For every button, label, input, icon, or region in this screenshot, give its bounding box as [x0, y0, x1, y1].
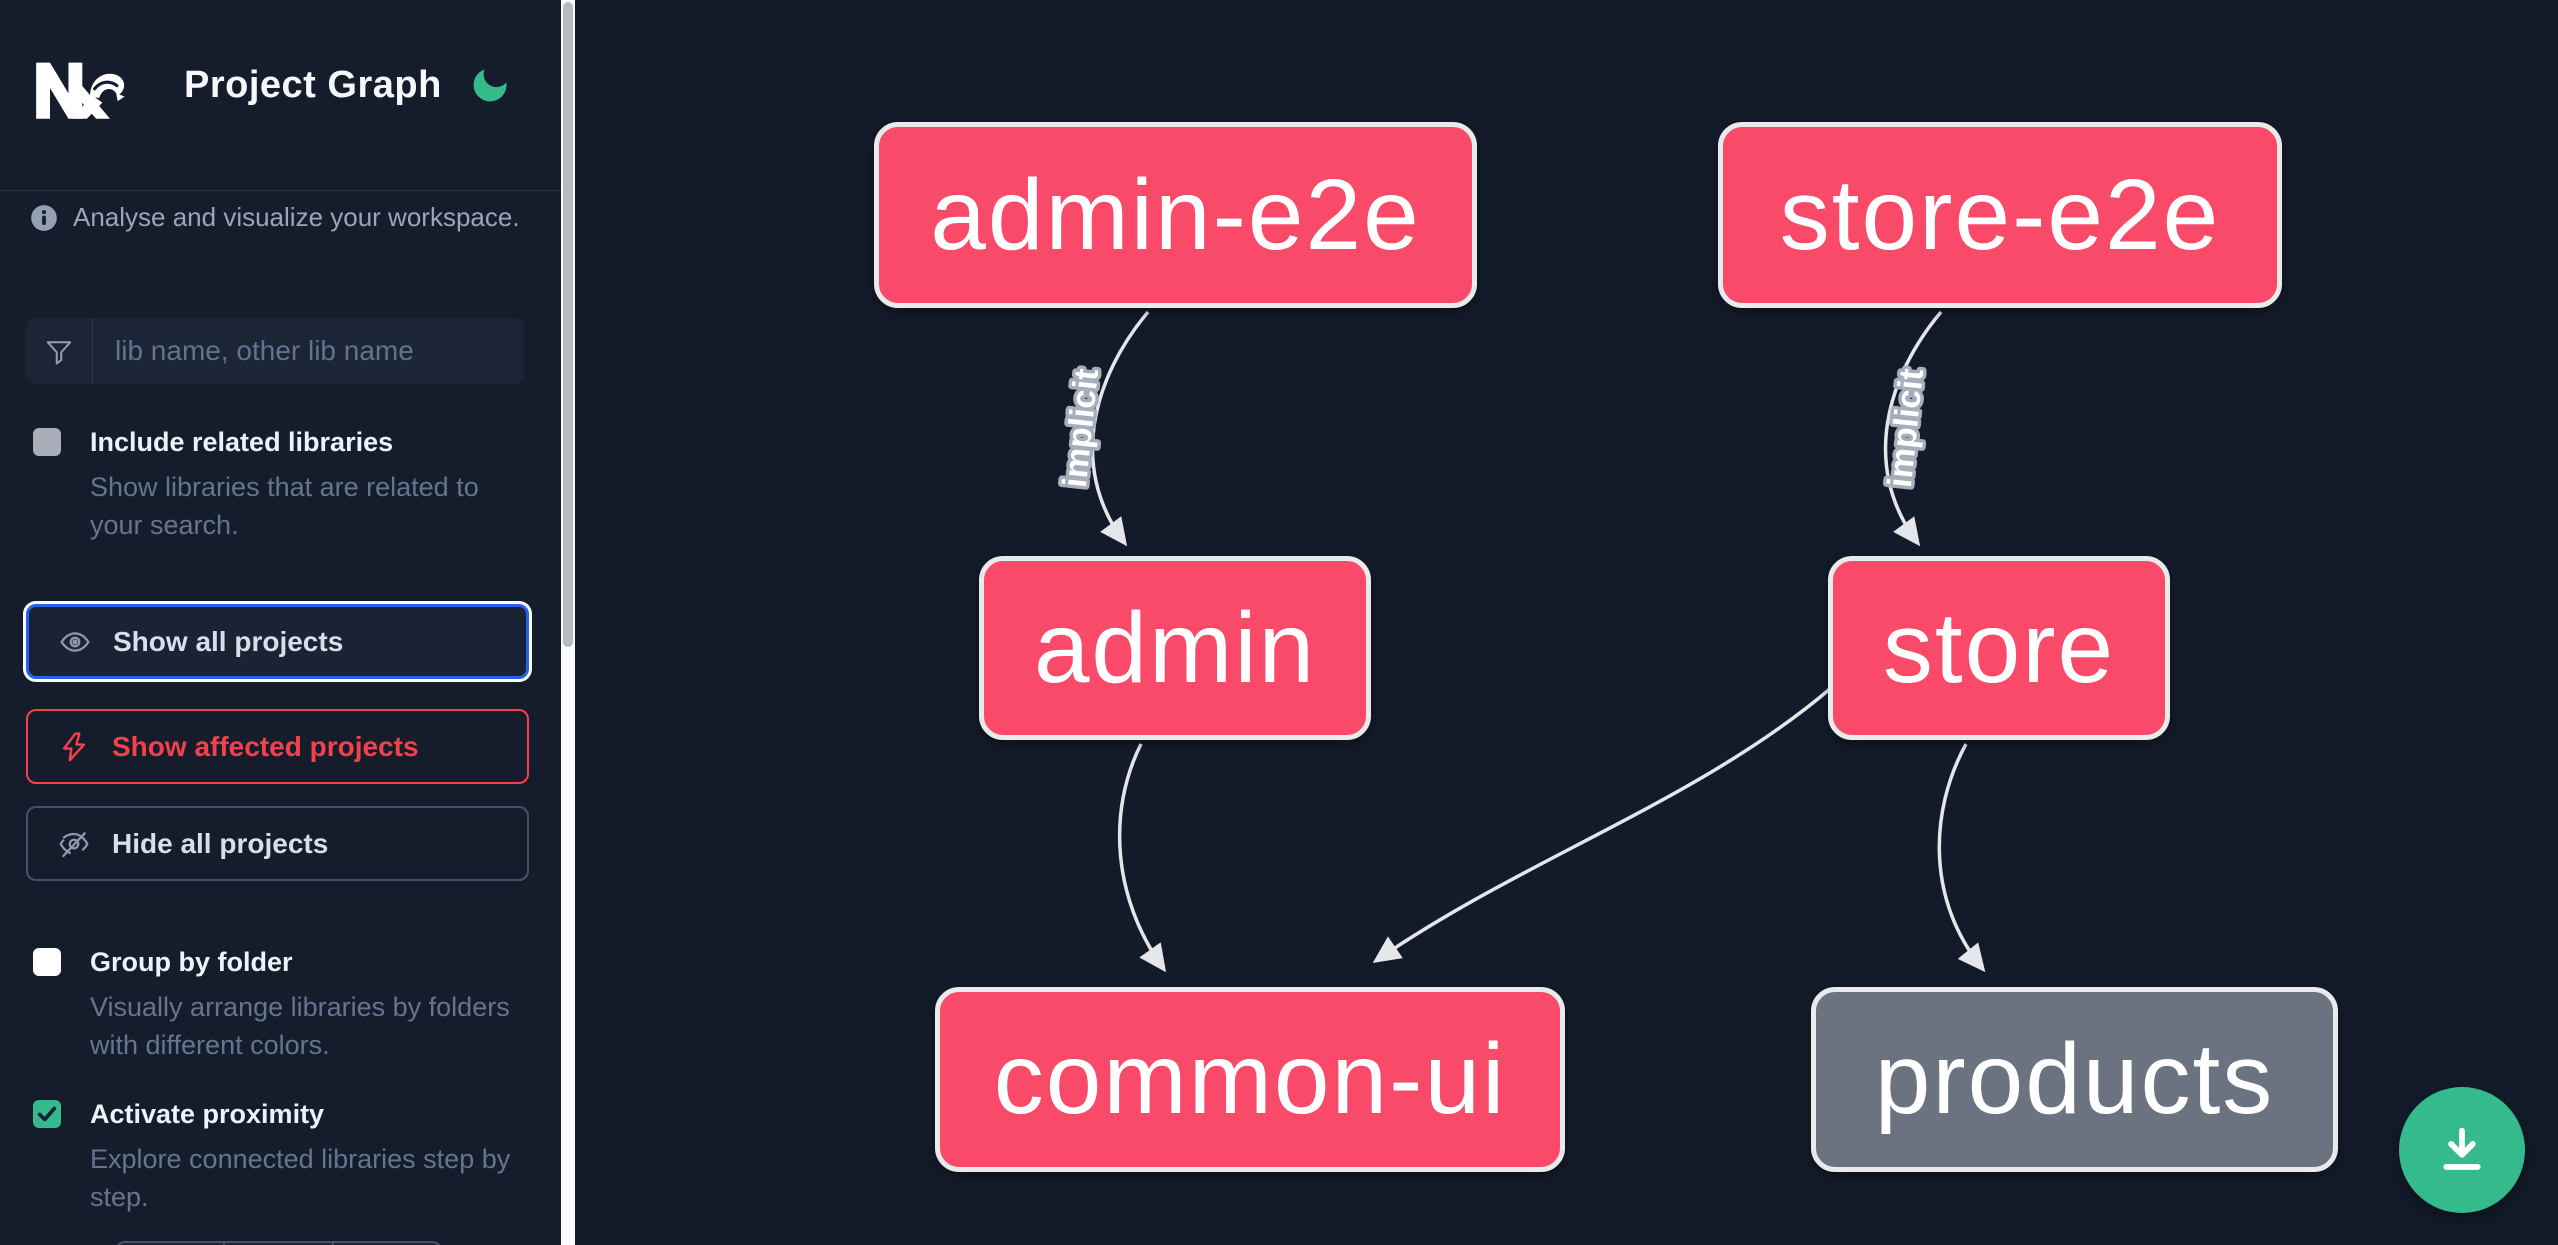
eye-icon	[60, 631, 90, 652]
bottom-segmented-control	[115, 1241, 442, 1245]
page-title: Project Graph	[184, 64, 442, 106]
button-label: Show affected projects	[112, 730, 419, 762]
activate-proximity-checkbox[interactable]	[33, 1100, 61, 1128]
option-label: Activate proximity	[90, 1099, 325, 1129]
include-related-checkbox[interactable]	[33, 428, 61, 456]
edge-admin-e2e-to-admin	[1090, 310, 1150, 547]
edge-label-implicit: implicit	[1056, 367, 1106, 489]
node-store-e2e[interactable]: store-e2e	[1718, 122, 2282, 308]
bolt-icon	[62, 731, 86, 762]
segment-button[interactable]	[117, 1243, 226, 1245]
option-label: Group by folder	[90, 947, 293, 977]
edge-store-to-products	[1937, 743, 1986, 973]
edge-label-implicit: implicit	[1881, 367, 1931, 489]
show-all-projects-button[interactable]: Show all projects	[26, 604, 529, 679]
sidebar: Project Graph Analyse and visualize your…	[0, 0, 561, 1245]
node-admin-e2e[interactable]: admin-e2e	[874, 122, 1477, 308]
eye-off-icon	[59, 831, 89, 857]
info-icon	[31, 204, 57, 231]
download-icon	[2443, 1127, 2481, 1170]
download-button[interactable]	[2399, 1087, 2525, 1213]
filter-icon	[26, 318, 93, 384]
button-label: Show all projects	[113, 625, 344, 657]
node-products[interactable]: products	[1811, 987, 2338, 1172]
workspace-tagline: Analyse and visualize your workspace.	[73, 202, 520, 232]
node-admin[interactable]: admin	[979, 556, 1371, 740]
show-affected-projects-button[interactable]: Show affected projects	[26, 709, 529, 784]
node-store[interactable]: store	[1828, 556, 2170, 740]
hide-all-projects-button[interactable]: Hide all projects	[26, 806, 529, 881]
sidebar-header: Project Graph	[0, 0, 561, 191]
button-label: Hide all projects	[112, 827, 329, 859]
nx-logo	[36, 62, 125, 119]
option-description: Show libraries that are related to your …	[90, 472, 479, 540]
graph-canvas[interactable]: implicit implicit admin-e2e store-e2e ad…	[575, 0, 2558, 1245]
group-by-folder-checkbox[interactable]	[33, 948, 61, 976]
theme-toggle-button[interactable]	[466, 62, 514, 110]
graph-edges: implicit implicit	[1052, 310, 1986, 973]
sidebar-scrollbar	[561, 0, 575, 1245]
moon-icon	[473, 68, 507, 101]
scrollbar-thumb[interactable]	[563, 2, 573, 647]
workspace-info-row: Analyse and visualize your workspace.	[30, 202, 520, 233]
option-description: Explore connected libraries step by step…	[90, 1144, 511, 1212]
segment-button[interactable]	[225, 1243, 334, 1245]
check-icon	[37, 1106, 57, 1122]
edge-admin-to-common-ui	[1117, 743, 1167, 973]
search-box	[26, 318, 524, 384]
search-input[interactable]	[93, 318, 524, 384]
edge-store-to-common-ui	[1372, 686, 1833, 963]
node-common-ui[interactable]: common-ui	[935, 987, 1565, 1172]
edge-store-e2e-to-store	[1883, 310, 1943, 547]
option-description: Visually arrange libraries by folders wi…	[90, 992, 510, 1060]
option-label: Include related libraries	[90, 427, 394, 457]
